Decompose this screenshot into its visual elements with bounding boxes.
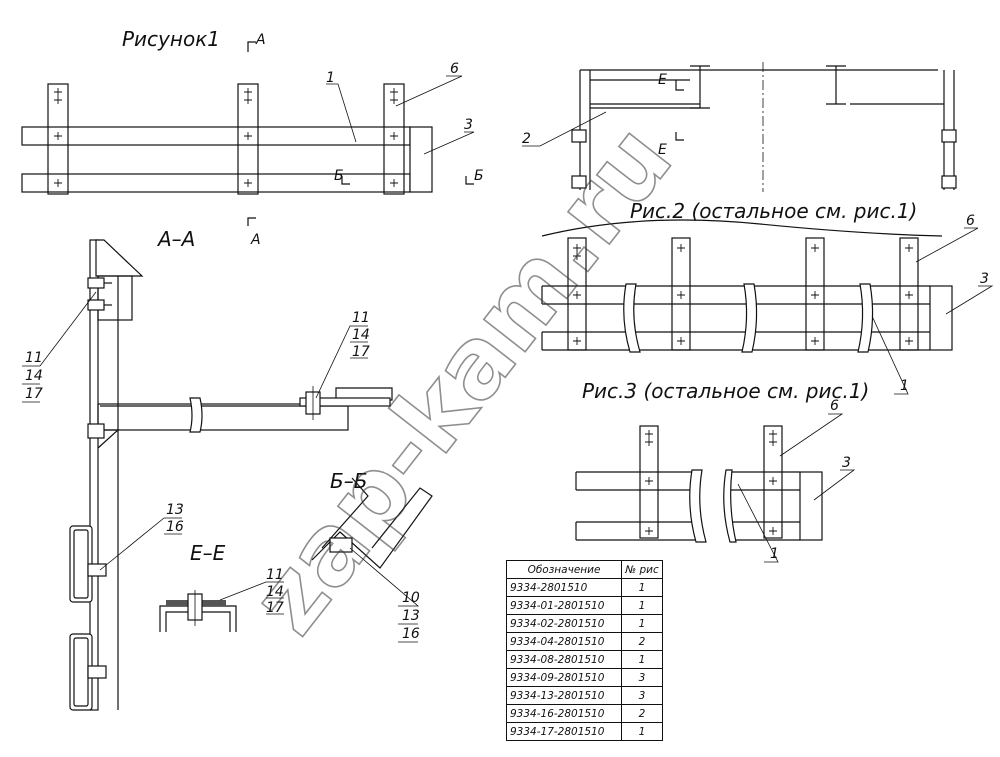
section-a-a: А–А 11 14 17 [22,227,393,711]
callout-3-fig2: 3 [980,271,989,287]
callout-11-aa-left: 11 [25,350,43,366]
callout-13-aa: 13 [166,502,184,518]
section-b-marker-right: Б [474,168,484,184]
callout-1-fig2: 1 [900,378,909,394]
section-a-marker-top: А [255,32,266,48]
table-header-row: Обозначение № рис [506,560,663,579]
figure-1-title: Рисунок1 [122,27,220,51]
callout-11-ee: 11 [266,567,284,583]
figure-2-title: Рис.2 (остальное см. рис.1) [630,199,917,223]
row-figure: 1 [621,722,663,741]
callout-6-fig2: 6 [966,213,975,229]
callout-17-aa-right: 17 [352,344,370,360]
section-b-marker-left: Б [334,168,344,184]
detail-top-right: Е Е 2 [522,62,957,192]
row-designation: 9334-16-2801510 [506,704,622,723]
callout-17-ee: 17 [266,600,284,616]
callout-14-aa-right: 14 [352,327,370,343]
callout-1-fig1: 1 [326,70,335,86]
row-figure: 3 [621,668,663,687]
section-a-a-title: А–А [156,227,195,251]
callout-16-bb: 16 [402,626,420,642]
row-designation: 9334-04-2801510 [506,632,622,651]
section-b-b: Б–Б 10 13 16 [311,469,433,643]
callout-6-fig1: 6 [450,61,459,77]
figure-2: Рис.2 (остальное см. рис.1) 6 3 1 [541,199,994,395]
section-e-marker-bottom: Е [658,142,667,158]
callout-13-bb: 13 [402,608,420,624]
section-e-e: Е–Е 11 14 17 [159,541,284,632]
row-designation: 9334-13-2801510 [506,686,622,705]
callout-3-fig3: 3 [842,455,851,471]
callout-3-fig1: 3 [464,117,473,133]
callout-2: 2 [522,131,531,147]
figure-1: Рисунок1 А Б Б А 1 6 3 [21,27,484,248]
figure-3-title: Рис.3 (остальное см. рис.1) [582,379,869,403]
callout-17-aa-left: 17 [25,386,43,402]
row-designation: 9334-17-2801510 [506,722,622,741]
callout-14-ee: 14 [266,584,284,600]
table-header-designation: Обозначение [506,560,622,579]
row-figure: 1 [621,596,663,615]
row-figure: 1 [621,614,663,633]
row-figure: 1 [621,578,663,597]
row-figure: 2 [621,632,663,651]
callout-10-bb: 10 [402,590,420,606]
row-designation: 9334-08-2801510 [506,650,622,669]
table-header-figure-number: № рис [621,560,663,579]
callout-16-aa: 16 [166,519,184,535]
section-e-marker-top: Е [658,72,667,88]
row-designation: 9334-09-2801510 [506,668,622,687]
section-e-e-title: Е–Е [190,541,226,565]
section-a-marker-bottom: А [250,232,261,248]
callout-11-aa-right: 11 [352,310,370,326]
row-designation: 9334-02-2801510 [506,614,622,633]
row-designation: 9334-2801510 [506,578,622,597]
callout-14-aa-left: 14 [25,368,43,384]
row-figure: 3 [621,686,663,705]
row-figure: 2 [621,704,663,723]
callout-1-fig3: 1 [770,546,779,562]
row-designation: 9334-01-2801510 [506,596,622,615]
row-figure: 1 [621,650,663,669]
callout-6-fig3: 6 [830,398,839,414]
figure-3: Рис.3 (остальное см. рис.1) 6 3 1 [575,379,869,563]
